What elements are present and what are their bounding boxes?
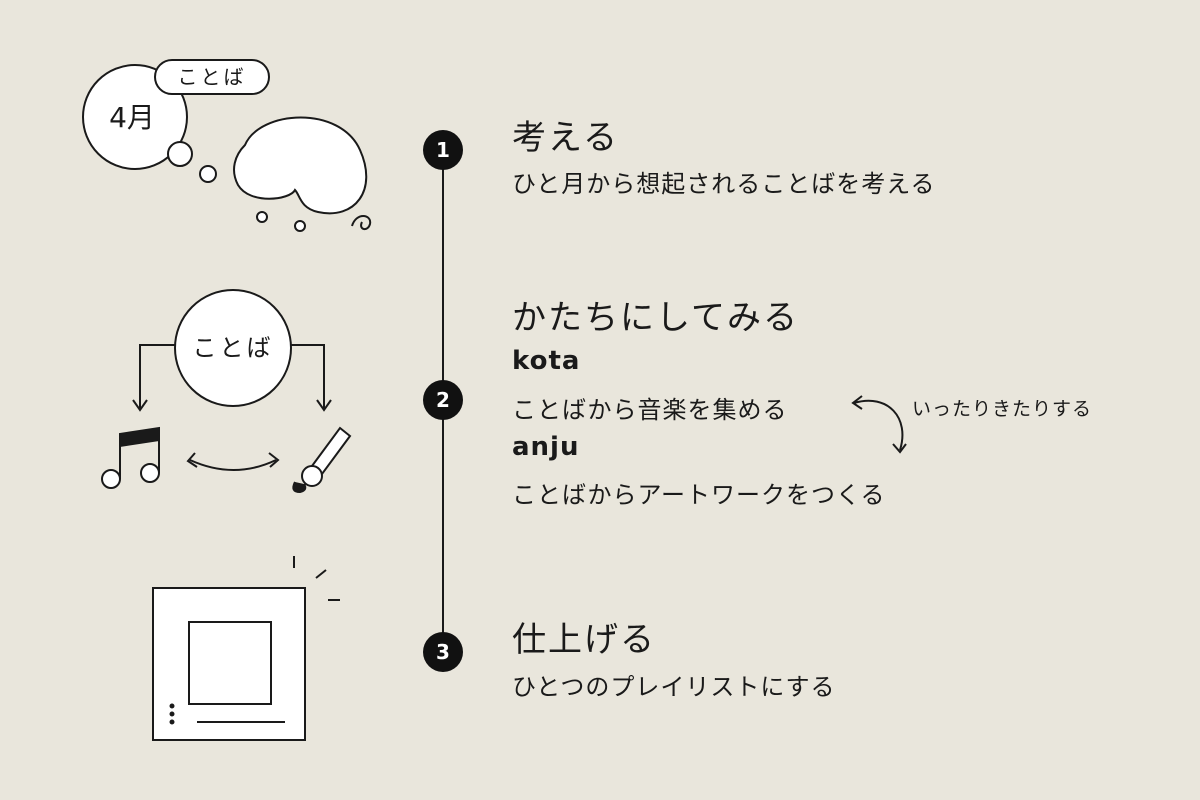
music-note-icon — [101, 426, 160, 489]
thought-dot-large — [167, 141, 193, 167]
sparkle-line — [315, 569, 327, 579]
person-kota-description: ことばから音楽を集める — [512, 396, 788, 424]
arrow-right-line — [291, 344, 325, 408]
thought-dot-small — [256, 211, 268, 223]
thought-dot-medium — [199, 165, 217, 183]
step-badge-2: 2 — [423, 380, 463, 420]
artwork-dot — [169, 711, 175, 717]
artwork-dot — [169, 703, 175, 709]
kotoba-pill-label: ことば — [178, 65, 247, 89]
step-2-title: かたちにしてみる — [512, 298, 799, 338]
month-label: 4月 — [109, 101, 155, 134]
arrow-left-head — [132, 399, 148, 412]
thought-squiggle — [351, 215, 372, 230]
double-arrow-icon — [186, 452, 280, 471]
step-3-title: 仕上げる — [512, 620, 656, 660]
playlist-artwork-illustration — [152, 556, 340, 741]
thought-dot-tiny — [294, 220, 306, 232]
illustrations: 4月 ことば ことば — [82, 59, 372, 741]
person-anju-name: anju — [512, 432, 580, 462]
step-3-description: ひとつのプレイリストにする — [512, 673, 836, 701]
step-1-description: ひと月から想起されることばを考える — [512, 170, 936, 198]
back-and-forth-note: いったりきたりする — [912, 398, 1093, 420]
artwork-square — [188, 621, 272, 705]
person-kota-name: kota — [512, 346, 581, 376]
kotoba-circle — [174, 289, 292, 407]
arrow-left-line — [139, 344, 175, 408]
step-1-title: 考える — [512, 118, 619, 158]
kotoba-split-illustration — [101, 289, 352, 494]
thought-cloud — [233, 116, 368, 215]
step-badge-1: 1 — [423, 130, 463, 170]
back-and-forth-arrow-icon — [851, 395, 907, 454]
artwork-dot — [169, 719, 175, 725]
kotoba-pill — [154, 59, 270, 95]
person-anju-description: ことばからアートワークをつくる — [512, 481, 886, 509]
brush-icon — [292, 426, 352, 494]
step-badge-3: 3 — [423, 632, 463, 672]
kotoba-circle-label: ことば — [193, 334, 274, 362]
arrow-right-head — [316, 399, 332, 412]
thought-bubble-illustration — [82, 59, 372, 232]
